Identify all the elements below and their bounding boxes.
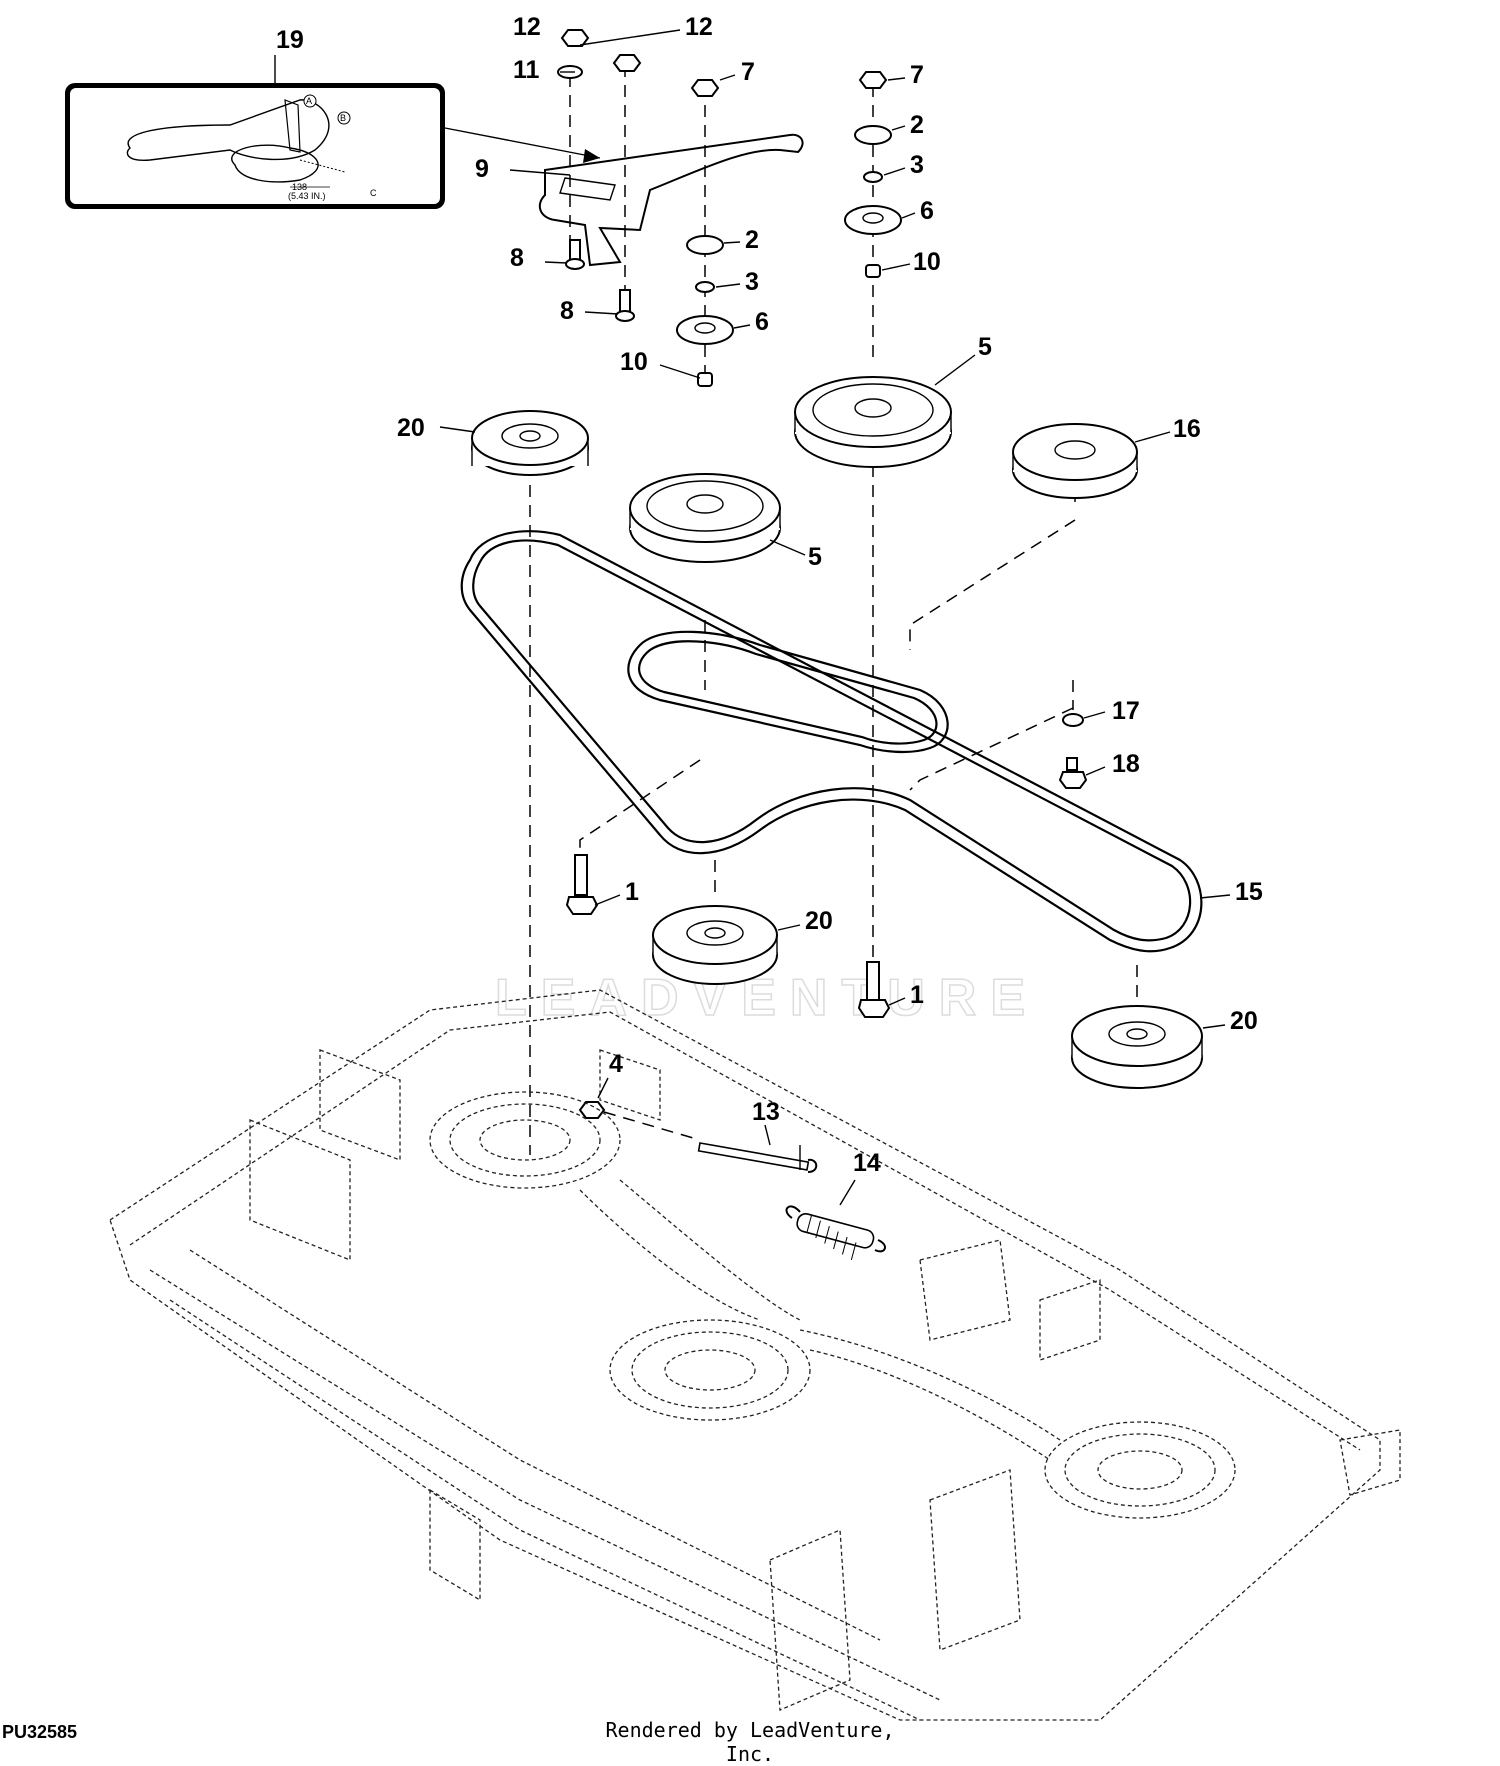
bolt-1-left <box>565 854 599 915</box>
callout-12-left: 12 <box>513 13 541 41</box>
belt-inner <box>627 630 949 754</box>
callout-10-right: 10 <box>913 248 941 276</box>
nut-7-center <box>690 79 720 97</box>
callout-12-right: 12 <box>685 13 713 41</box>
bolt-8-upper <box>565 239 585 270</box>
nut-12-left <box>560 29 590 47</box>
pulley-20-bottom-right <box>1071 1005 1203 1089</box>
callout-1-left: 1 <box>625 878 639 906</box>
callout-5-right: 5 <box>978 333 992 361</box>
inset-dimension-inches: (5.43 IN.) <box>288 191 326 201</box>
bushing-10-right <box>865 264 881 278</box>
spacer-3-center <box>695 281 715 293</box>
callout-20-top-left: 20 <box>397 414 425 442</box>
callout-14: 14 <box>853 1149 881 1177</box>
nut-4 <box>578 1101 606 1119</box>
bolt-1-right <box>857 961 891 1018</box>
idler-bracket <box>538 133 804 267</box>
callout-3-center: 3 <box>745 268 759 296</box>
bolt-18 <box>1058 757 1088 789</box>
spring-14 <box>785 1205 886 1261</box>
callout-17: 17 <box>1112 697 1140 725</box>
callout-15: 15 <box>1235 878 1263 906</box>
eyebolt-13 <box>697 1142 818 1173</box>
callout-6-right: 6 <box>920 197 934 225</box>
washer-17 <box>1062 713 1084 727</box>
inset-dimension: 138 <box>292 182 307 192</box>
callout-4: 4 <box>609 1050 623 1078</box>
spacer-3-right <box>863 171 883 183</box>
washer-2-right <box>854 125 892 145</box>
callout-8-lower: 8 <box>560 297 574 325</box>
pulley-5-center <box>629 473 781 563</box>
callout-18: 18 <box>1112 750 1140 778</box>
belt-routing-inset: A B C 138 (5.43 IN.) <box>65 83 445 209</box>
callout-20-bottom-right: 20 <box>1230 1007 1258 1035</box>
callout-20-bottom-center: 20 <box>805 907 833 935</box>
nut-7-right <box>858 71 888 89</box>
callout-3-right: 3 <box>910 151 924 179</box>
callout-6-center: 6 <box>755 308 769 336</box>
callout-10-center: 10 <box>620 348 648 376</box>
callout-16: 16 <box>1173 415 1201 443</box>
washer-2-center <box>686 235 724 255</box>
nut-12-right <box>612 54 642 72</box>
inset-label-b: B <box>340 113 346 123</box>
callout-2-right: 2 <box>910 111 924 139</box>
mower-deck-phantom <box>109 989 1401 1721</box>
bolt-8-lower <box>615 289 635 322</box>
pulley-5-right <box>794 376 952 468</box>
callout-9: 9 <box>475 155 489 183</box>
callout-11: 11 <box>513 56 540 84</box>
inset-label-a: A <box>306 96 312 106</box>
bushing-10-center <box>697 372 713 387</box>
watermark-text: LEADVENTURE <box>495 969 1039 1027</box>
callout-13: 13 <box>752 1098 780 1126</box>
callout-1-right: 1 <box>910 981 924 1009</box>
pulley-20-top-left <box>471 410 589 476</box>
callout-5-center: 5 <box>808 543 822 571</box>
callout-2-center: 2 <box>745 226 759 254</box>
inset-label-c: C <box>370 188 377 198</box>
belt-15 <box>460 530 1203 953</box>
render-credit: Rendered by LeadVenture, Inc. <box>605 1718 895 1766</box>
pulley-20-bottom-center <box>652 905 778 985</box>
callout-8-upper: 8 <box>510 244 524 272</box>
callout-19: 19 <box>276 26 304 54</box>
pulley-16 <box>1012 423 1138 499</box>
figure-id: PU32585 <box>2 1722 78 1742</box>
callout-7-right: 7 <box>910 61 924 89</box>
callout-7-center: 7 <box>741 58 755 86</box>
